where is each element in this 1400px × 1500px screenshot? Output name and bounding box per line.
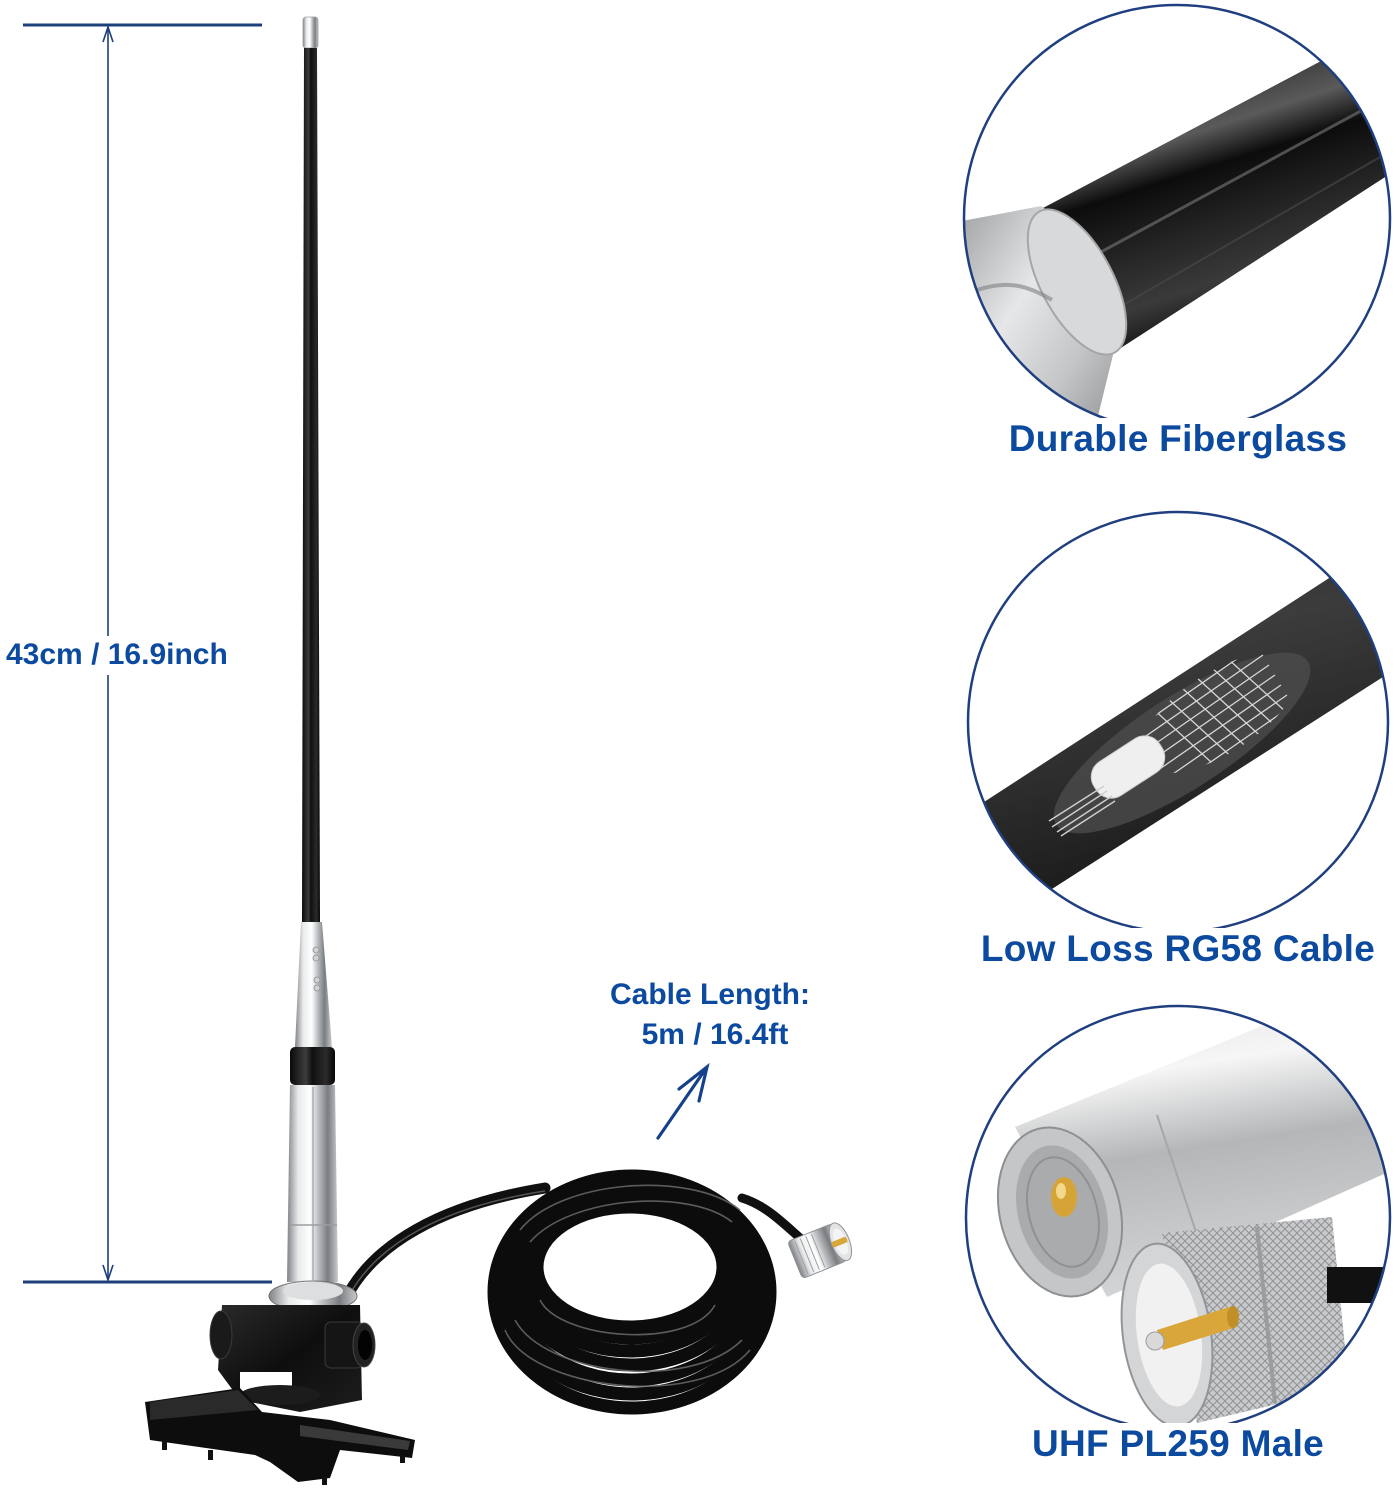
arrow-up-icon (102, 24, 114, 43)
pl259-connector (788, 1222, 853, 1278)
cable-callout-arrow (656, 1062, 710, 1140)
cable-length-value: 5m / 16.4ft (641, 1018, 789, 1051)
whip-tip-cap (302, 16, 319, 49)
feature-durable-fiberglass: Durable Fiberglass (957, 0, 1399, 470)
feature-label: Low Loss RG58 Cable (957, 928, 1399, 970)
feature-label: Durable Fiberglass (957, 418, 1399, 460)
cable-length-title: Cable Length: (610, 978, 810, 1011)
upper-silver-section (295, 922, 332, 1047)
feature-low-loss-rg58-cable: Low Loss RG58 Cable (957, 505, 1399, 975)
pl259-connector-closeup-icon (964, 1004, 1392, 1432)
fiberglass-rod (302, 48, 320, 922)
antenna-mount-bracket (145, 1280, 415, 1485)
feature-label: UHF PL259 Male (957, 1423, 1399, 1465)
height-dimension-label: 43cm / 16.9inch (2, 636, 232, 675)
arrow-down-icon (102, 1264, 114, 1283)
rg58-cable-cutaway-icon (966, 510, 1390, 934)
black-band (290, 1047, 335, 1085)
coax-cable-coil (339, 1169, 805, 1415)
antenna-whip (287, 16, 338, 1282)
feature-uhf-pl259-male: UHF PL259 Male (957, 1004, 1399, 1475)
fiberglass-rod-closeup-icon (962, 3, 1392, 433)
